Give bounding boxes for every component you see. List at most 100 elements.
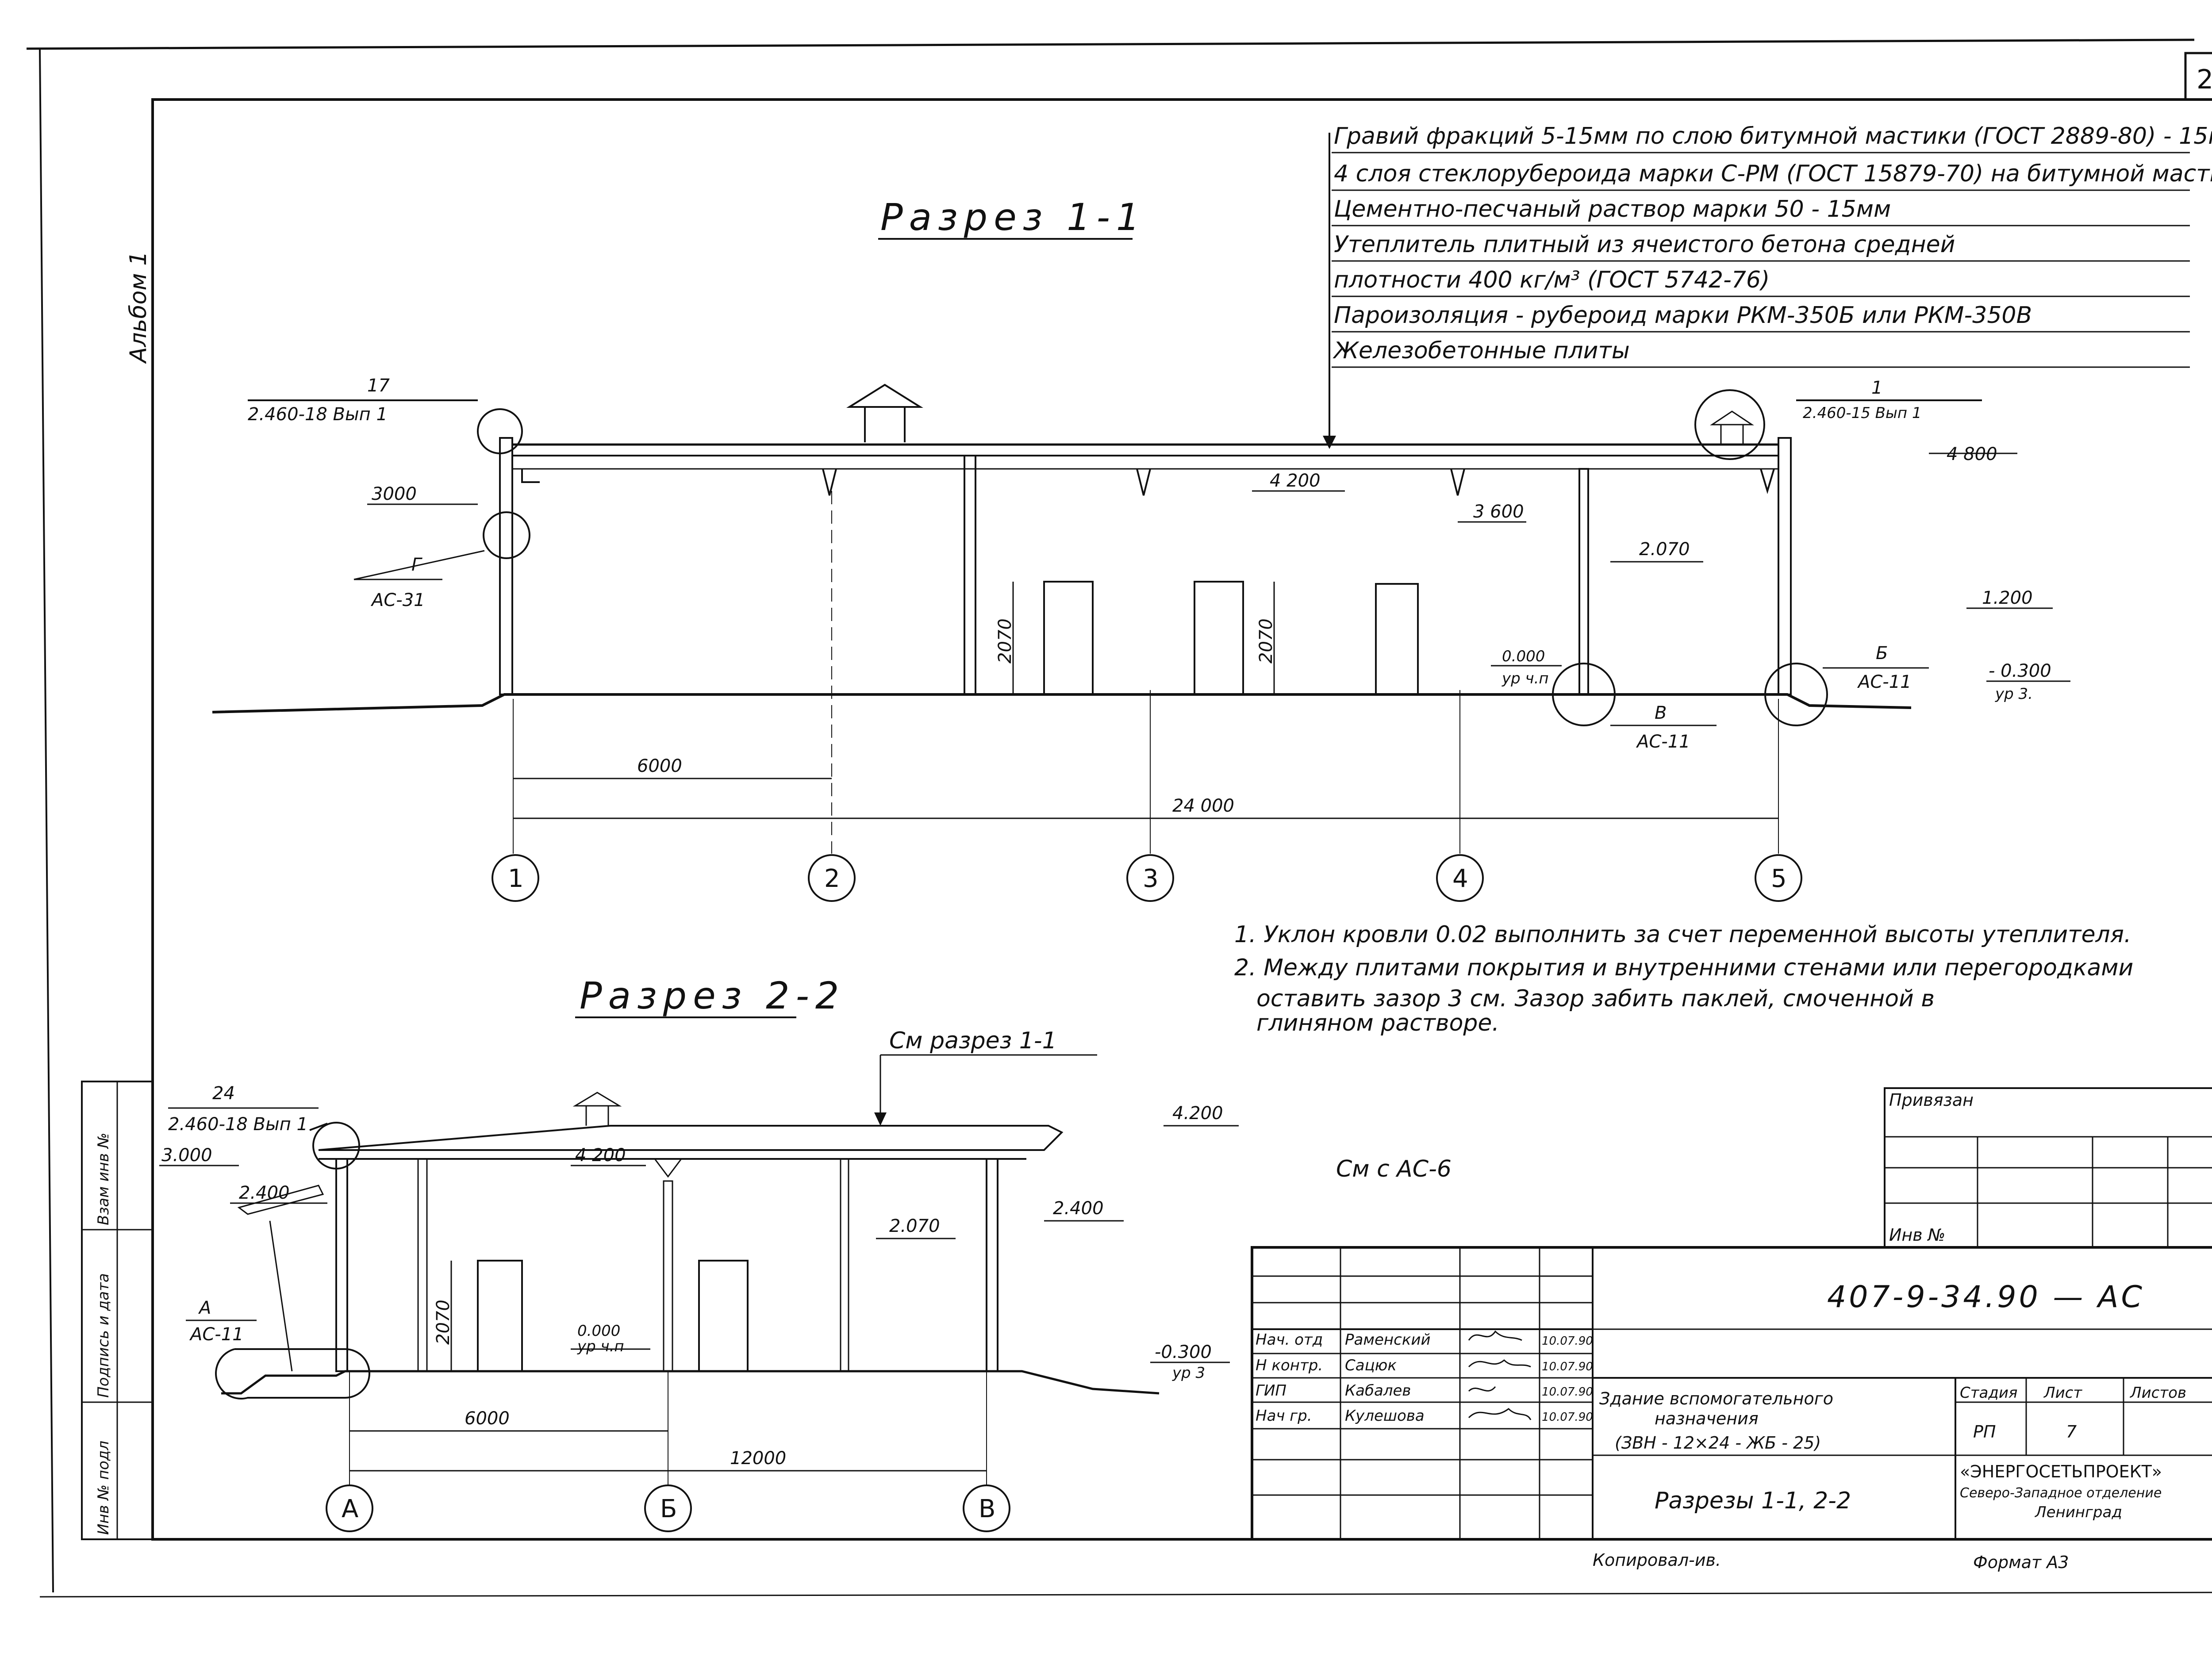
svg-text:Нач гр.: Нач гр. [1256, 1407, 1312, 1425]
svg-text:Инв №: Инв № [1889, 1225, 1945, 1245]
section-1-1: Разрез 1-1 Гравий фракций 5-15мм по слою… [212, 123, 2212, 902]
svg-text:2070: 2070 [995, 618, 1015, 663]
callout-24-ref: 2.460-18 Вып 1 [168, 1114, 308, 1135]
svg-text:-0.300: -0.300 [1155, 1342, 1212, 1362]
svg-text:4 200: 4 200 [1270, 471, 1321, 491]
drawing-name: Разрезы 1-1, 2-2 [1655, 1488, 1851, 1514]
svg-text:Б: Б [660, 1495, 677, 1523]
stamp-vzam-inv: Взам инв № [95, 1133, 112, 1225]
svg-text:10.07.90: 10.07.90 [1542, 1385, 1593, 1399]
svg-text:6000: 6000 [637, 756, 682, 776]
section-2-elevations: 3.000 2.400 4 200 2.070 0.000 ур ч.п 4.2… [159, 1103, 1239, 1382]
svg-text:Лист: Лист [2043, 1384, 2082, 1402]
roof-layer-6: Пароизоляция - рубероид марки РКМ-350Б и… [1334, 302, 2032, 329]
svg-text:Стадия: Стадия [1960, 1384, 2017, 1402]
roof-layer-2: 4 слоя стеклорубероида марки С-РМ (ГОСТ … [1334, 161, 2212, 187]
roof-layer-7: Железобетонные плиты [1333, 337, 1630, 364]
title-block: Привязан Инв № 407-9-34.90 — АС Нач. отд… [1251, 1087, 2212, 1541]
roof-layer-3: Цементно-песчаный раствор марки 50 - 15м… [1334, 196, 1891, 222]
svg-text:2.400: 2.400 [1053, 1198, 1104, 1219]
callout-a-num: А [198, 1298, 211, 1318]
svg-text:10.07.90: 10.07.90 [1542, 1360, 1593, 1373]
roof-layer-5: плотности 400 кг/м³ (ГОСТ 5742-76) [1334, 267, 1770, 293]
sheet-number: 20 [2197, 64, 2212, 95]
svg-text:Кабалев: Кабалев [1345, 1382, 1411, 1400]
svg-text:Сацюк: Сацюк [1345, 1357, 1397, 1374]
svg-text:Северо-Западное отделение: Северо-Западное отделение [1960, 1485, 2162, 1501]
svg-text:В: В [979, 1495, 995, 1523]
svg-text:1: 1 [508, 864, 524, 893]
svg-text:Ленинград: Ленинград [2034, 1503, 2122, 1521]
svg-text:0.000: 0.000 [577, 1322, 620, 1340]
svg-text:ур 3: ур 3 [1172, 1364, 1205, 1382]
svg-text:3.000: 3.000 [161, 1145, 212, 1166]
section-1-axes: 1 2 3 4 5 [492, 854, 1802, 902]
svg-text:10.07.90: 10.07.90 [1542, 1335, 1593, 1348]
svg-text:Листов: Листов [2129, 1384, 2186, 1402]
svg-text:12000: 12000 [730, 1448, 786, 1469]
svg-text:3000: 3000 [372, 484, 417, 504]
note-1: 1. Уклон кровли 0.02 выполнить за счет п… [1234, 921, 2131, 948]
svg-text:4 800: 4 800 [1947, 444, 1997, 464]
svg-text:24 000: 24 000 [1172, 796, 1234, 816]
svg-text:2.070: 2.070 [1639, 539, 1690, 560]
svg-text:1.200: 1.200 [1982, 588, 2033, 608]
copied-by: Копировал-ив. [1593, 1550, 1721, 1570]
section-1-structure [212, 383, 1912, 713]
album-label: Альбом 1 [125, 251, 152, 364]
callout-17-ref: 2.460-18 Вып 1 [248, 404, 388, 425]
svg-text:2070: 2070 [1256, 618, 1276, 663]
svg-text:4 200: 4 200 [575, 1145, 626, 1166]
callout-1-ref: 2.460-15 Вып 1 [1803, 404, 1922, 422]
callout-24-num: 24 [212, 1083, 235, 1104]
svg-text:- 0.300: - 0.300 [1989, 661, 2051, 681]
svg-text:Нач. отд: Нач. отд [1256, 1331, 1323, 1349]
svg-text:ур ч.п: ур ч.п [577, 1338, 624, 1355]
section-1-title: Разрез 1-1 [880, 196, 1146, 239]
svg-text:2070: 2070 [433, 1300, 453, 1345]
svg-text:4: 4 [1452, 864, 1468, 893]
svg-text:Н контр.: Н контр. [1256, 1357, 1323, 1374]
see-section-1: См разрез 1-1 [889, 1028, 1057, 1054]
section-2-2: Разрез 2-2 См разрез 1-1 См с АС-6 24 2.… [159, 974, 1452, 1532]
callout-b-ref: АС-11 [1857, 672, 1912, 692]
callout-g-ref: АС-31 [370, 590, 425, 610]
svg-text:4.200: 4.200 [1172, 1103, 1223, 1124]
svg-text:Здание вспомогательного: Здание вспомогательного [1599, 1389, 1833, 1408]
svg-text:3: 3 [1143, 864, 1159, 893]
callout-a-ref: АС-11 [189, 1324, 244, 1345]
callout-v-ref: АС-11 [1636, 732, 1690, 752]
svg-text:РП: РП [1973, 1422, 1996, 1442]
side-stamp [81, 1081, 154, 1540]
callout-g-num: Г [411, 555, 422, 575]
svg-text:назначения: назначения [1655, 1409, 1759, 1428]
svg-text:2: 2 [824, 864, 840, 893]
svg-text:ур ч.п: ур ч.п [1502, 670, 1549, 687]
svg-text:2.070: 2.070 [889, 1216, 940, 1236]
svg-text:3 600: 3 600 [1473, 502, 1524, 522]
section-2-title: Разрез 2-2 [580, 974, 845, 1017]
roof-layer-4: Утеплитель плитный из ячеистого бетона с… [1334, 231, 1955, 258]
format-label: Формат А3 [1973, 1553, 2069, 1572]
svg-text:ур 3.: ур 3. [1995, 685, 2033, 703]
svg-text:Раменский: Раменский [1345, 1331, 1431, 1349]
sheet-frame [26, 38, 2212, 1598]
svg-text:0.000: 0.000 [1502, 648, 1545, 665]
general-notes: 1. Уклон кровли 0.02 выполнить за счет п… [1234, 921, 2133, 1036]
svg-text:5: 5 [1771, 864, 1787, 893]
see-ac-6: См с АС-6 [1336, 1156, 1452, 1182]
note-2a: 2. Между плитами покрытия и внутренними … [1234, 955, 2133, 981]
callout-b-num: Б [1876, 643, 1888, 663]
svg-text:6000: 6000 [465, 1408, 510, 1429]
callout-17-num: 17 [367, 376, 390, 396]
svg-text:Кулешова: Кулешова [1345, 1407, 1425, 1425]
svg-text:«ЭНЕРГОСЕТЬПРОЕКТ»: «ЭНЕРГОСЕТЬПРОЕКТ» [1960, 1462, 2162, 1481]
svg-text:А: А [342, 1495, 358, 1523]
note-2b: оставить зазор 3 см. Зазор забить паклей… [1256, 986, 1935, 1012]
callout-v-num: В [1655, 703, 1667, 723]
section-1-elevations: 3000 4 200 3 600 2.070 0.000 ур ч.п 4 80… [367, 444, 2070, 703]
roof-spec: Гравий фракций 5-15мм по слою битумной м… [1323, 123, 2212, 449]
svg-text:7: 7 [2066, 1422, 2077, 1442]
svg-text:10.07.90: 10.07.90 [1542, 1411, 1593, 1424]
stamp-inv-podl: Инв № подл [95, 1441, 112, 1535]
